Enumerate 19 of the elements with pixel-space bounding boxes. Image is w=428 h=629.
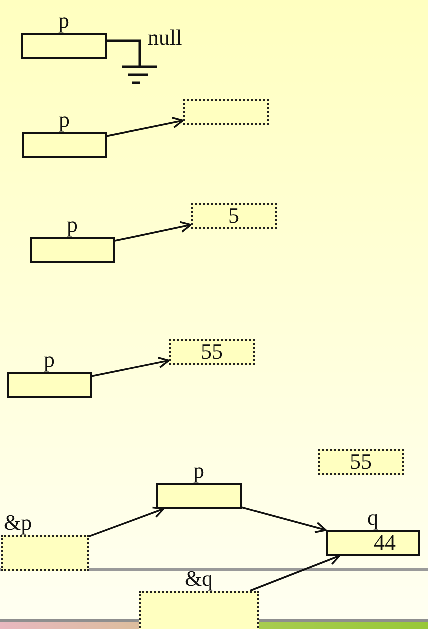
variable-name: q: [368, 507, 378, 529]
variable-name: p: [194, 460, 204, 482]
variable-name: p: [67, 214, 78, 236]
variable-name: &p: [4, 512, 32, 534]
variable-name: p: [44, 349, 55, 371]
arrow: [88, 506, 165, 538]
value-text: 5: [228, 205, 240, 227]
arrow: [106, 117, 184, 138]
arrow: [114, 221, 192, 242]
arrow: [242, 506, 327, 534]
value-text: 55: [201, 341, 223, 363]
value-text: 44: [374, 532, 396, 554]
arrow: [250, 554, 341, 592]
arrow: [92, 356, 170, 378]
variable-name: p: [58, 10, 70, 32]
variable-name: p: [59, 109, 70, 131]
variable-name: &q: [184, 568, 214, 590]
value-text: 55: [350, 451, 372, 473]
null-label: null: [148, 27, 182, 49]
